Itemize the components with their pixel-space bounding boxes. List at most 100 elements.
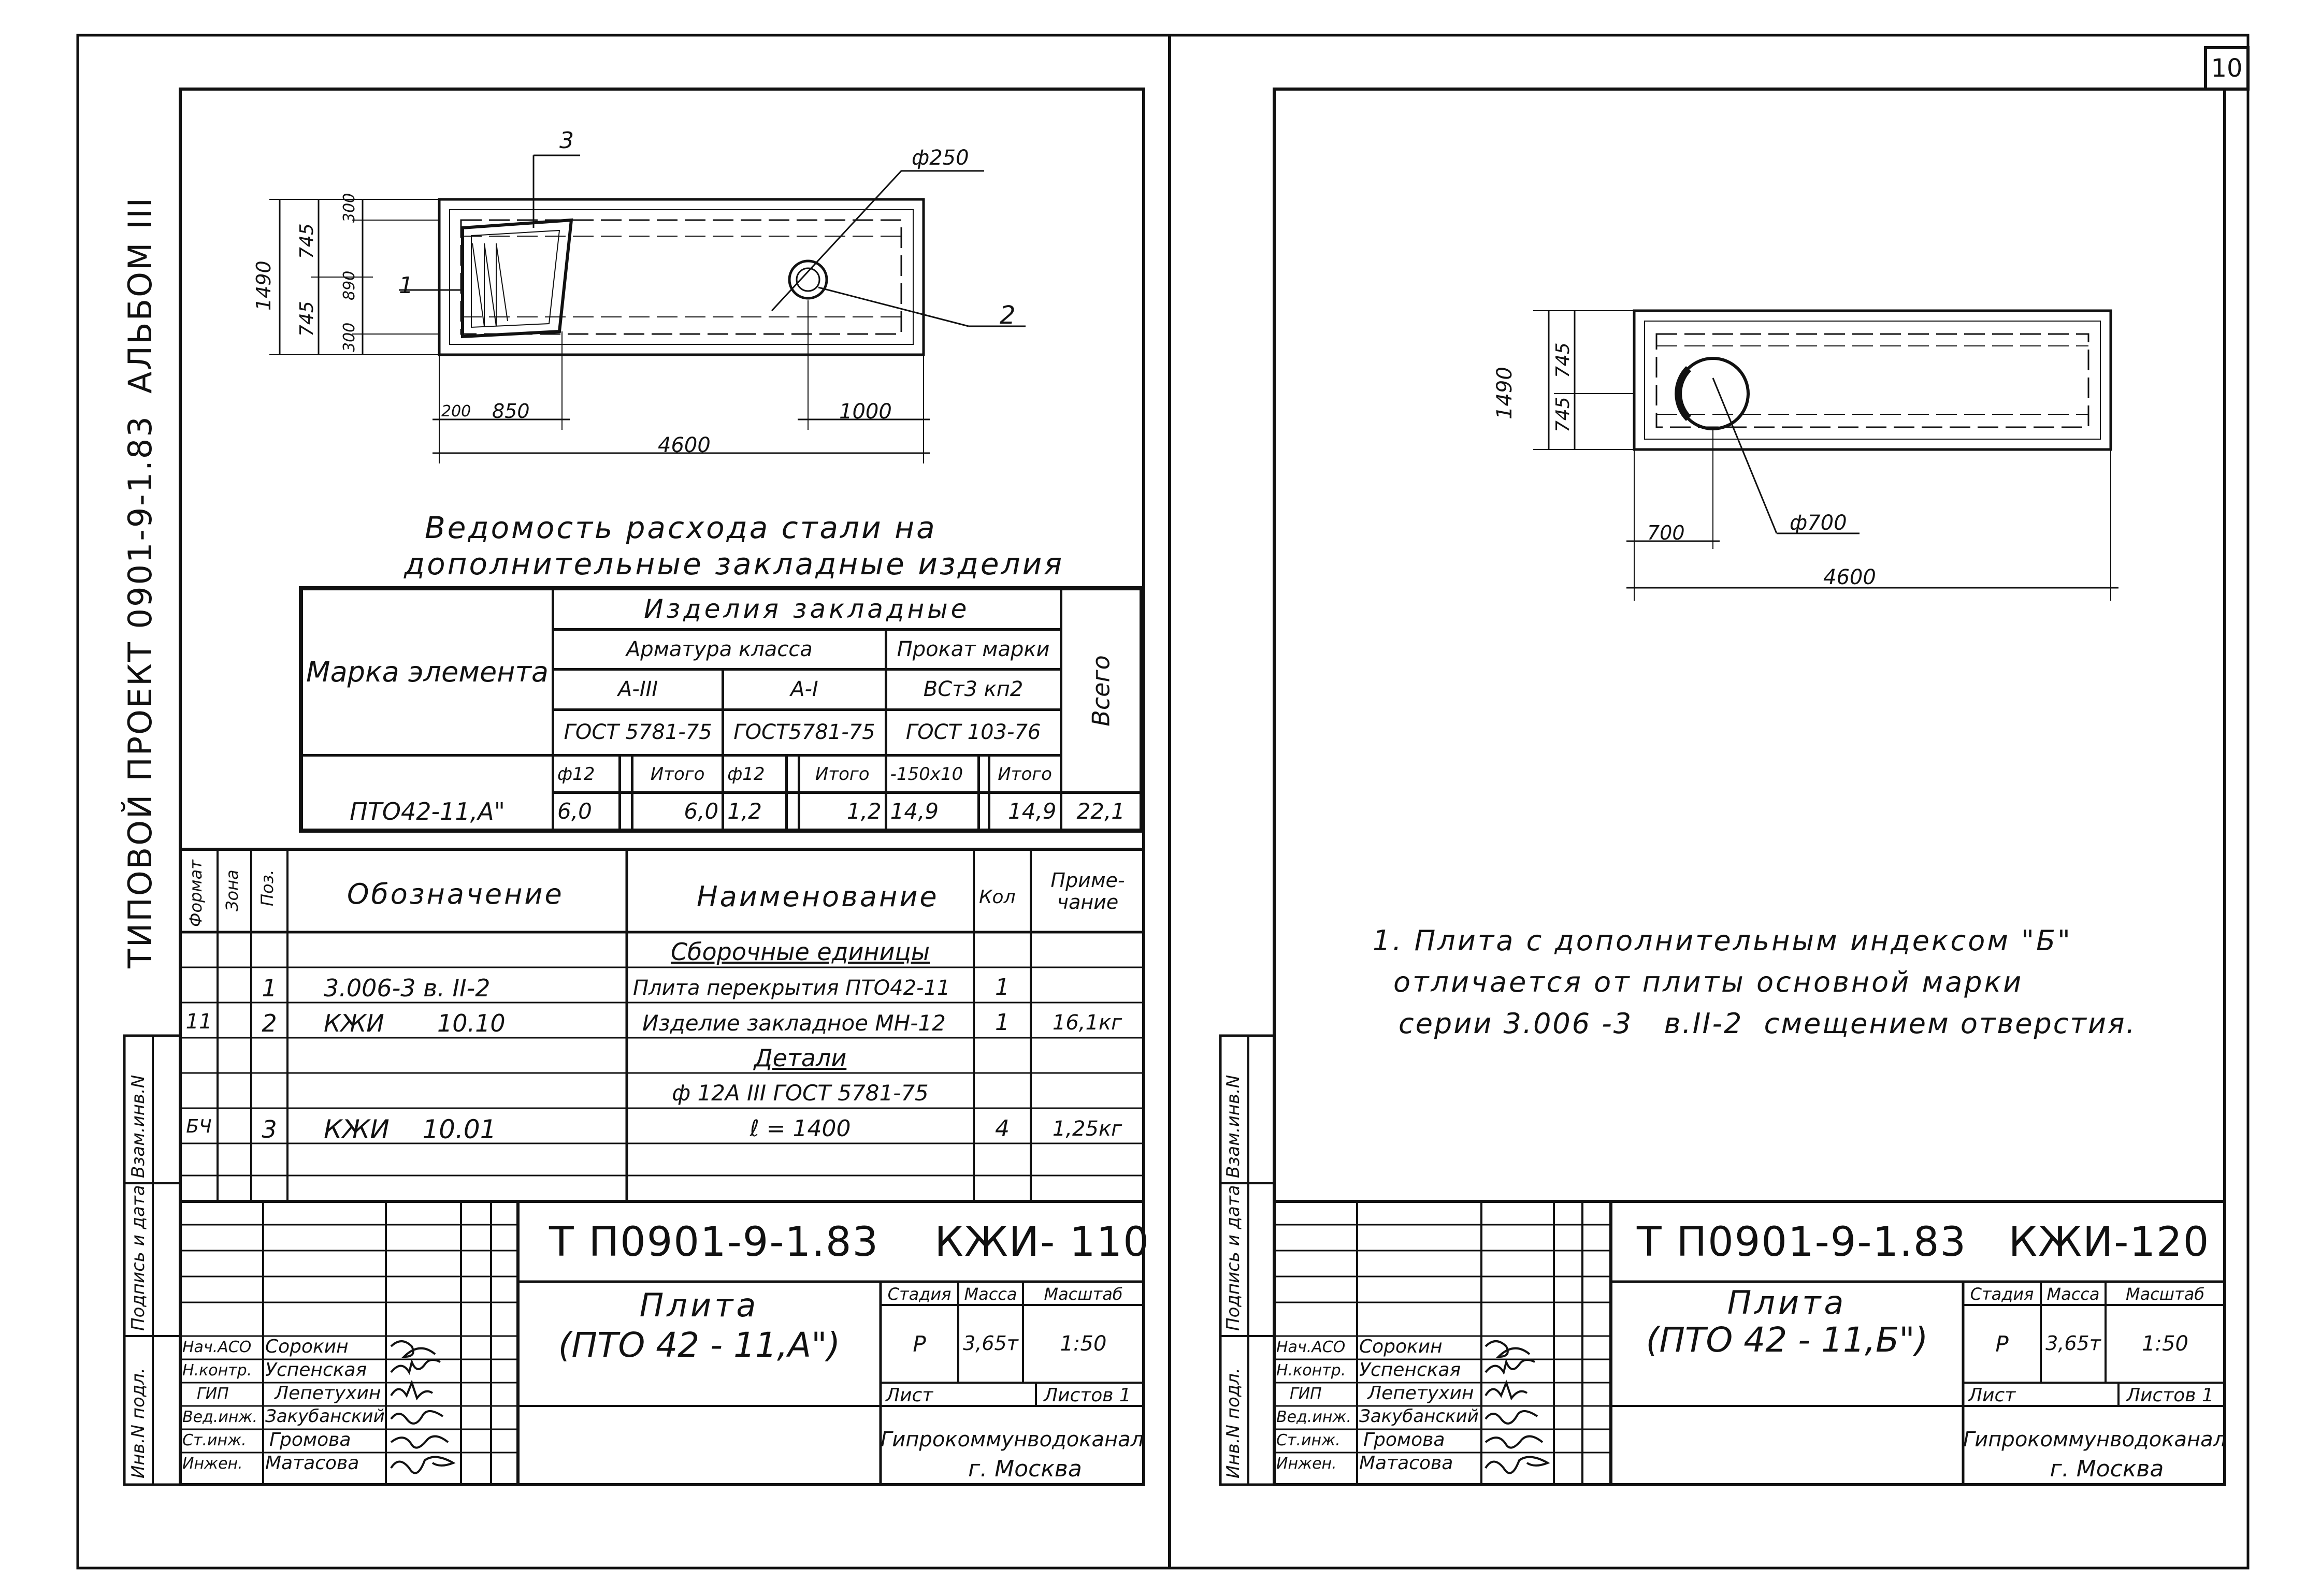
steel-a3: А-III — [552, 668, 725, 711]
mass-value-left: 3,65т — [963, 1332, 1018, 1355]
person-role-left: Нач.АСО — [182, 1338, 252, 1356]
dim-850: 850 — [492, 400, 530, 423]
person-name-left: Успенская — [265, 1359, 367, 1381]
spec-row-pos: 3 — [262, 1115, 277, 1143]
person-name-left: Закубанский — [265, 1406, 385, 1427]
steel-row-mark: ПТО42-11,А" — [300, 791, 555, 831]
note-line-1: 1. Плита с дополнительным индексом "Б" — [1373, 924, 2072, 957]
steel-row-v4: 1,2 — [797, 791, 887, 831]
person-role-left: Вед.инж. — [182, 1408, 257, 1426]
person-name-right: Успенская — [1359, 1359, 1461, 1381]
steel-a1: А-I — [722, 668, 887, 711]
dim-200: 200 — [441, 402, 471, 420]
person-name-left: Сорокин — [265, 1336, 349, 1357]
person-name-right: Громова — [1363, 1429, 1445, 1450]
steel-h5: -150х10 — [884, 754, 981, 794]
spec-row-name: Изделие закладное МН-12 — [642, 1010, 946, 1036]
person-role-right: ГИП — [1290, 1385, 1322, 1403]
steel-vst: ВСт3 кп2 — [884, 668, 1062, 711]
person-role-left: Ст.инж. — [182, 1431, 247, 1449]
spec-row-name: ф 12А III ГОСТ 5781-75 — [672, 1080, 929, 1106]
mass-value-right: 3,65т — [2045, 1332, 2101, 1355]
person-role-right: Нач.АСО — [1276, 1338, 1346, 1356]
sheet-number: 10 — [2211, 54, 2243, 83]
spec-row-name: Сборочные единицы — [670, 938, 930, 966]
mass-header-left: Масса — [964, 1284, 1017, 1304]
steel-title-line2: дополнительные закладные изделия — [404, 546, 1064, 582]
steel-row-v5: 14,9 — [884, 791, 981, 831]
leader-1: 1 — [399, 272, 413, 299]
steel-row-v1: 6,0 — [552, 791, 621, 831]
steel-items-header: Изделия закладные — [552, 588, 1062, 631]
spec-row-format: БЧ — [186, 1116, 212, 1137]
note-line-3: серии 3.006 -3 в.II-2 смещением отверсти… — [1399, 1007, 2137, 1040]
title-code-left: Т П0901-9-1.83 КЖИ- 110 — [549, 1219, 1150, 1266]
person-role-left: Инжен. — [182, 1455, 243, 1473]
mass-header-right: Масса — [2046, 1284, 2100, 1304]
spec-row-note: 16,1кг — [1052, 1011, 1122, 1035]
org-city-right: г. Москва — [2050, 1456, 2164, 1482]
steel-row: ПТО42-11,А" 6,0 6,0 1,2 1,2 14,9 14,9 22… — [300, 791, 1143, 831]
spec-row-qty: 1 — [995, 1009, 1010, 1036]
scale-value-right: 1:50 — [2142, 1332, 2188, 1356]
note-line-2: отличается от плиты основной марки — [1393, 966, 2024, 998]
sheet-label-left: Лист — [886, 1385, 933, 1406]
steel-table: Марка элемента Изделия закладные Всего А… — [300, 587, 1143, 831]
steel-arm-header: Арматура класса — [552, 628, 887, 671]
dim-700-right: 700 — [1647, 521, 1685, 544]
steel-row-v2: 6,0 — [631, 791, 725, 831]
spec-header-oboz: Обозначение — [347, 878, 564, 910]
person-name-left: Лепетухин — [275, 1383, 381, 1404]
steel-title-line1: Ведомость расхода стали на — [425, 510, 937, 545]
steel-row-total: 22,1 — [1059, 791, 1143, 831]
title-name2-right: (ПТО 42 - 11,Б") — [1646, 1320, 1928, 1360]
person-role-right: Вед.инж. — [1276, 1408, 1351, 1426]
stage-header-left: Стадия — [887, 1284, 952, 1304]
title-name1-right: Плита — [1727, 1284, 1847, 1322]
leader-3: 3 — [559, 127, 574, 154]
steel-gost1: ГОСТ 5781-75 — [552, 708, 725, 757]
org-city-left: г. Москва — [968, 1456, 1082, 1482]
spec-row-qty: 4 — [995, 1115, 1010, 1142]
steel-rolled-header: Прокат марки — [884, 628, 1062, 671]
person-role-left: ГИП — [197, 1385, 229, 1403]
person-name-right: Матасова — [1359, 1453, 1453, 1474]
person-name-right: Сорокин — [1359, 1336, 1443, 1357]
spec-row-qty: 1 — [995, 974, 1010, 1000]
dim-4600-right: 4600 — [1823, 565, 1876, 589]
person-role-right: Инжен. — [1276, 1455, 1337, 1473]
spec-row-name: ℓ = 1400 — [750, 1115, 851, 1142]
steel-h3: ф12 — [722, 754, 788, 794]
person-role-left: Н.контр. — [182, 1361, 252, 1380]
person-name-right: Закубанский — [1359, 1406, 1479, 1427]
title-name1-left: Плита — [639, 1286, 759, 1324]
person-name-right: Лепетухин — [1367, 1383, 1474, 1404]
steel-h6: Итого — [987, 754, 1062, 794]
dia-700-right: ф700 — [1790, 511, 1847, 535]
spec-row-note: 1,25кг — [1052, 1117, 1122, 1141]
person-name-left: Матасова — [265, 1453, 359, 1474]
person-role-right: Н.контр. — [1276, 1361, 1346, 1380]
org-name-right: Гипрокоммунводоканал — [1963, 1428, 2227, 1452]
steel-h2: Итого — [631, 754, 725, 794]
dim-1000: 1000 — [839, 400, 892, 424]
steel-row-v6: 14,9 — [987, 791, 1062, 831]
dim-d250: ф250 — [912, 146, 969, 170]
spec-row-oboz: 3.006-3 в. II-2 — [324, 974, 491, 1002]
stage-header-right: Стадия — [1970, 1284, 2034, 1304]
leader-2: 2 — [1000, 301, 1016, 330]
steel-row-v3: 1,2 — [722, 791, 788, 831]
sheet-label-right: Лист — [1968, 1385, 2016, 1406]
steel-total-header: Всего — [1059, 587, 1143, 794]
spec-row-format: 11 — [185, 1010, 212, 1034]
spec-header-note: Приме-чание — [1050, 869, 1125, 913]
steel-gost2: ГОСТ5781-75 — [722, 708, 887, 757]
spec-row-oboz: КЖИ 10.10 — [324, 1009, 506, 1037]
org-name-left: Гипрокоммунводоканал — [881, 1428, 1144, 1452]
title-code-right: Т П0901-9-1.83 КЖИ-120 — [1637, 1219, 2210, 1266]
scale-value-left: 1:50 — [1060, 1332, 1107, 1356]
person-role-right: Ст.инж. — [1276, 1431, 1341, 1449]
